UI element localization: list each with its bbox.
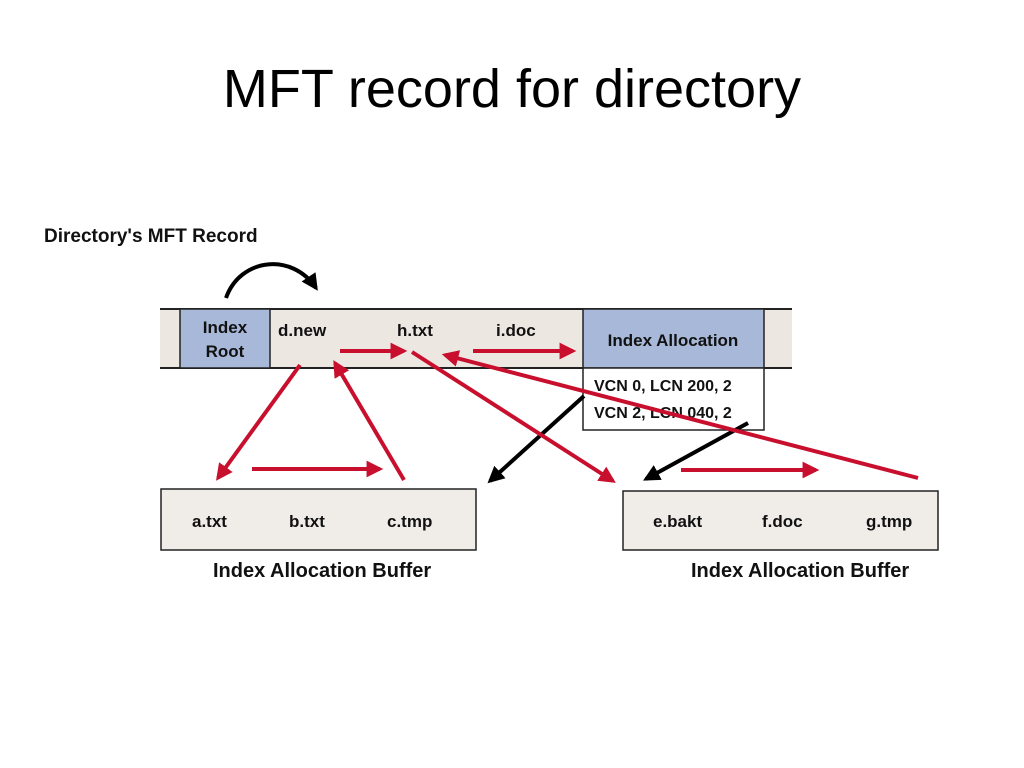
root-entry-d-new: d.new	[278, 321, 327, 340]
buffer-right-caption: Index Allocation Buffer	[691, 560, 909, 582]
arrow-ctmp-to-dnew	[333, 360, 406, 482]
slide-title: MFT record for directory	[222, 59, 802, 119]
buffer-right-box	[622, 490, 939, 551]
curved-arrow-icon	[224, 262, 318, 299]
buffer-left-box	[160, 488, 477, 551]
buffer-left-entry-c: c.tmp	[387, 512, 432, 531]
index-allocation-label: Index Allocation	[608, 331, 739, 350]
buffer-right-entry-g: g.tmp	[866, 512, 912, 531]
index-root-line2: Root	[206, 342, 245, 361]
index-root-box	[179, 308, 271, 369]
root-entry-i-doc: i.doc	[496, 321, 536, 340]
diagram-heading: Directory's MFT Record	[44, 226, 258, 247]
buffer-left-entry-b: b.txt	[289, 512, 325, 531]
arrow-htxt-to-ebakt	[410, 350, 616, 483]
buffer-left-caption: Index Allocation Buffer	[213, 560, 431, 582]
arrow-dnew-to-atxt	[216, 363, 302, 481]
arrow-run0-to-left-buffer	[487, 394, 586, 484]
run-0: VCN 0, LCN 200, 2	[594, 378, 732, 395]
root-entry-h-txt: h.txt	[397, 321, 433, 340]
arrow-gtmp-to-htxt	[441, 350, 919, 480]
runs-box	[582, 367, 765, 431]
buffer-right-entry-f: f.doc	[762, 512, 803, 531]
buffer-left-entry-a: a.txt	[192, 512, 227, 531]
arrow-run1-to-right-buffer	[643, 421, 749, 481]
index-root-line1: Index	[203, 318, 248, 337]
buffer-right-entry-e: e.bakt	[653, 512, 702, 531]
